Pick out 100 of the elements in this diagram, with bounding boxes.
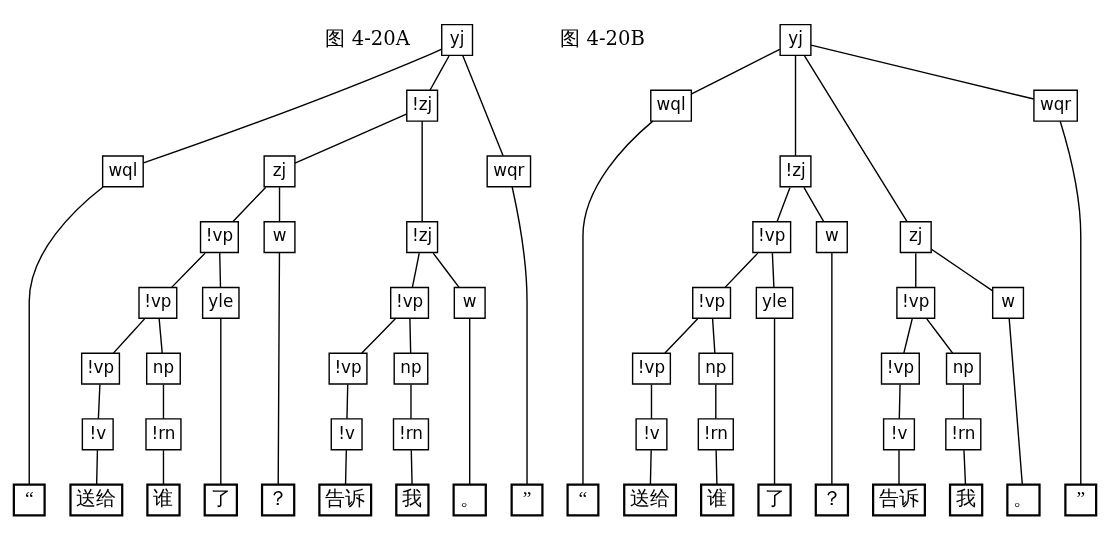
node-box: 了: [203, 483, 238, 517]
node-box: 了: [757, 483, 792, 517]
node-box: !vp: [390, 286, 430, 319]
node-box: w: [815, 220, 848, 253]
node-box: 送给: [69, 483, 124, 517]
node-box: np: [698, 352, 734, 385]
node-box: !rn: [945, 417, 982, 450]
connector: [112, 317, 146, 354]
connector: [1059, 120, 1082, 485]
connector: [664, 317, 699, 354]
node-box: !vp: [752, 220, 792, 253]
connector: [294, 112, 408, 164]
connector: [142, 47, 443, 164]
node-box: !v: [81, 417, 114, 450]
connector: [776, 186, 791, 222]
node-box: wql: [101, 154, 144, 187]
connector: [511, 185, 528, 485]
connector: [810, 43, 1035, 100]
connector: [690, 48, 781, 95]
node-box: yj: [779, 23, 812, 56]
node-box: yle: [201, 286, 240, 319]
connector: [582, 119, 654, 485]
node-box: “: [12, 483, 46, 517]
connector: [650, 383, 653, 419]
node-box: np: [146, 352, 181, 385]
node-box: !vp: [138, 286, 178, 319]
connector: [711, 317, 716, 354]
connector: [898, 383, 901, 419]
connector: [715, 383, 717, 419]
connector: [410, 449, 413, 485]
connector: [469, 317, 471, 485]
node-box: !v: [882, 417, 916, 450]
node-box: w: [453, 286, 486, 319]
node-box: 我: [395, 483, 430, 517]
node-box: 谁: [700, 483, 735, 517]
connector: [930, 248, 994, 292]
node-box: 告诉: [872, 483, 926, 517]
connector: [724, 251, 759, 288]
connector: [963, 449, 967, 485]
node-box: !vp: [80, 352, 121, 385]
connector: [219, 251, 222, 288]
node-box: wqr: [1033, 89, 1078, 122]
node-box: !vp: [199, 220, 239, 253]
node-box: “: [566, 483, 600, 517]
connector: [898, 449, 900, 485]
connector: [432, 251, 460, 288]
node-box: ”: [510, 483, 544, 517]
node-box: ？: [260, 483, 296, 517]
node-box: wql: [650, 89, 693, 122]
node-box: !v: [330, 417, 363, 450]
connector: [277, 251, 281, 485]
node-box: zj: [263, 154, 296, 187]
connector: [926, 317, 954, 354]
node-box: !zj: [406, 89, 439, 122]
connector: [831, 251, 833, 485]
node-box: !rn: [145, 417, 182, 450]
connector: [773, 317, 776, 485]
connector: [170, 251, 206, 288]
node-box: ”: [1064, 483, 1098, 517]
connector: [803, 186, 825, 222]
node-box: !vp: [896, 286, 936, 319]
connector: [649, 449, 652, 485]
connector: [715, 449, 718, 485]
connector: [344, 449, 348, 485]
connector: [429, 54, 450, 91]
node-box: 。: [1006, 483, 1041, 517]
node-box: wqr: [486, 154, 532, 187]
node-box: !v: [635, 417, 668, 450]
connector: [915, 251, 917, 288]
connector: [232, 186, 267, 222]
node-box: !rn: [392, 417, 430, 450]
connector: [962, 383, 964, 419]
connector: [1008, 317, 1023, 485]
connector: [903, 317, 913, 354]
connector: [411, 251, 420, 288]
connector: [162, 449, 165, 485]
node-box: 告诉: [318, 483, 373, 517]
connector: [95, 449, 99, 485]
connector: [794, 54, 797, 156]
node-box: np: [945, 352, 981, 385]
connector: [28, 185, 104, 485]
node-box: w: [263, 220, 296, 253]
node-box: 我: [948, 483, 984, 517]
node-box: ？: [814, 483, 850, 517]
connector: [361, 317, 396, 354]
node-box: !zj: [779, 154, 812, 187]
connector: [803, 54, 908, 222]
node-box: !vp: [692, 286, 732, 319]
connector: [346, 383, 349, 419]
connector: [421, 120, 423, 222]
node-box: 谁: [146, 483, 181, 517]
node-box: 送给: [623, 483, 678, 517]
label: 图 4-20B: [560, 26, 645, 50]
node-box: yle: [755, 286, 794, 319]
connector: [158, 317, 163, 354]
connector: [771, 251, 775, 288]
connector: [409, 317, 412, 354]
connector: [97, 383, 101, 419]
node-box: !vp: [631, 352, 672, 385]
connector: [162, 383, 165, 419]
